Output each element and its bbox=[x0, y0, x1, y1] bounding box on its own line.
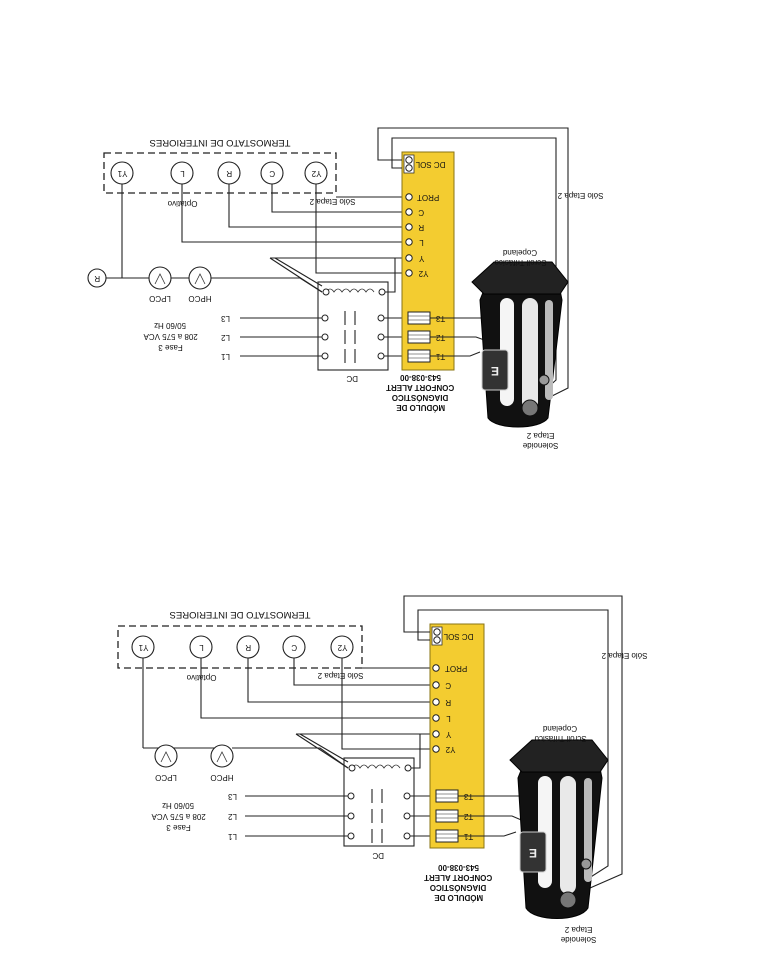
compressor-brand: Copeland bbox=[503, 248, 537, 257]
solenoid-label-2: Etapa 2 bbox=[564, 925, 592, 934]
line-l1: L1 bbox=[228, 832, 237, 841]
compressor: E bbox=[458, 739, 609, 919]
terminal-y1-label: Y1 bbox=[117, 169, 127, 178]
hpco-switch bbox=[188, 266, 212, 290]
terminal-y2-label: Y2 bbox=[311, 169, 321, 178]
module-terminals: DC SOL PROT C R L Y Y2 bbox=[405, 156, 445, 278]
terminal-y1-label: Y1 bbox=[138, 643, 148, 652]
thermostat-box bbox=[103, 152, 337, 194]
line-l3: L3 bbox=[221, 314, 230, 323]
contactor-box bbox=[343, 757, 415, 847]
compressor-type: Scroll Trifásico bbox=[494, 258, 547, 267]
compressor: E bbox=[430, 261, 569, 428]
terminal-l-label: L bbox=[199, 643, 204, 652]
contactor-coil bbox=[325, 288, 375, 293]
thermostat-title: TERMOSTATO DE INTERIORES bbox=[150, 137, 291, 148]
solenoid-label-2: Etapa 2 bbox=[526, 431, 554, 440]
compressor-badge-icon: E bbox=[491, 364, 499, 378]
supply-line-2: 208 a 575 VCA bbox=[151, 812, 206, 821]
thermostat-terminals: Y1 L R C Y2 bbox=[110, 161, 328, 185]
module-title-1: MÓDULO DE bbox=[396, 403, 446, 412]
lpco-label: LPCO bbox=[155, 773, 177, 782]
terminal-c-label: C bbox=[291, 643, 297, 652]
supply-line-3: 50/60 Hz bbox=[154, 321, 186, 330]
module-title-4: 543-038-00 bbox=[400, 373, 441, 382]
power-lines bbox=[240, 311, 408, 363]
thermostat-title: TERMOSTATO DE INTERIORES bbox=[170, 609, 311, 620]
lpco-switch bbox=[154, 744, 178, 768]
solenoid-wires bbox=[403, 595, 623, 889]
module-terminal-r: R bbox=[445, 698, 451, 707]
line-l1: L1 bbox=[221, 352, 230, 361]
module-title-2: DIAGNÓSTICO bbox=[430, 883, 486, 892]
lpco-label: LPCO bbox=[149, 294, 171, 303]
wiring-diagram-1: TERMOSTATO DE INTERIORES Y1 L R C Y2 Opt… bbox=[0, 0, 757, 486]
contactor-label: DC bbox=[372, 851, 384, 860]
terminal-r-label: R bbox=[245, 643, 251, 652]
module-terminals: DC SOL PROT C R L Y Y2 bbox=[432, 628, 473, 754]
r-terminal bbox=[87, 268, 107, 288]
module-terminal-y: Y bbox=[418, 254, 424, 263]
contactor-coil bbox=[351, 764, 401, 769]
module-title-2: DIAGNÓSTICO bbox=[392, 393, 448, 402]
module-terminal-l: L bbox=[419, 238, 424, 247]
module-title-1: MÓDULO DE bbox=[434, 893, 484, 902]
contactor-label: DC bbox=[346, 374, 358, 383]
hpco-switch bbox=[210, 744, 234, 768]
contactor-box bbox=[317, 281, 389, 371]
module-title-4: 543-038-00 bbox=[438, 863, 479, 872]
solenoid-label-1: Solenoide bbox=[522, 441, 558, 450]
wiring-diagram-1-svg: TERMOSTATO DE INTERIORES Y1 L R C Y2 Opt… bbox=[87, 127, 603, 450]
solenoid-label-1: Solenoide bbox=[560, 935, 596, 944]
module-terminal-r: R bbox=[418, 223, 424, 232]
line-l2: L2 bbox=[221, 333, 230, 342]
supply-line-1: Fase 3 bbox=[158, 343, 183, 352]
module-terminal-prot: PROT bbox=[417, 193, 439, 202]
wiring-diagram-2-svg: TERMOSTATO DE INTERIORES Y1 L R C Y2 Opt… bbox=[117, 595, 647, 944]
supply-line-1: Fase 3 bbox=[166, 823, 191, 832]
stage2-label: Sólo Etapa 2 bbox=[317, 671, 363, 680]
module-terminal-prot: PROT bbox=[445, 664, 467, 673]
stage2-wire-label: Sólo Etapa 2 bbox=[557, 191, 603, 200]
lpco-switch bbox=[148, 266, 172, 290]
thermostat-box bbox=[117, 625, 363, 669]
hpco-label: HPCO bbox=[210, 773, 233, 782]
module-title-3: CONFORT ALERT bbox=[424, 873, 492, 882]
module-terminal-dcsol: DC SOL bbox=[443, 632, 473, 641]
supply-line-2: 208 a 575 VCA bbox=[143, 332, 198, 341]
supply-line-3: 50/60 Hz bbox=[162, 801, 194, 810]
power-lines bbox=[245, 789, 436, 843]
line-l2: L2 bbox=[228, 812, 237, 821]
hpco-label: HPCO bbox=[188, 294, 211, 303]
stage2-wire-label: Sólo Etapa 2 bbox=[601, 651, 647, 660]
module-title-3: CONFORT ALERT bbox=[386, 383, 454, 392]
solenoid-wires bbox=[377, 127, 569, 399]
terminal-c-label: C bbox=[269, 169, 275, 178]
compressor-type: Scroll Trifásico bbox=[534, 734, 587, 743]
module-terminal-y2: Y2 bbox=[445, 745, 455, 754]
compressor-brand: Copeland bbox=[543, 724, 577, 733]
module-terminal-c: C bbox=[445, 681, 451, 690]
terminal-y2-label: Y2 bbox=[337, 643, 347, 652]
compressor-badge-icon: E bbox=[529, 846, 537, 860]
control-wires bbox=[142, 658, 434, 769]
terminal-r-label: R bbox=[226, 169, 232, 178]
thermostat-terminals: Y1 L R C Y2 bbox=[131, 635, 354, 659]
wiring-diagram-2: TERMOSTATO DE INTERIORES Y1 L R C Y2 Opt… bbox=[0, 486, 757, 972]
line-l3: L3 bbox=[228, 792, 237, 801]
control-wires bbox=[100, 184, 408, 293]
module-terminal-dcsol: DC SOL bbox=[415, 160, 445, 169]
r-terminal-label: R bbox=[94, 274, 100, 283]
module-terminal-y: Y bbox=[445, 730, 451, 739]
module-terminal-c: C bbox=[418, 208, 424, 217]
module-terminal-y2: Y2 bbox=[418, 269, 428, 278]
module-terminal-l: L bbox=[446, 714, 451, 723]
stage2-label: Sólo Etapa 2 bbox=[309, 197, 355, 206]
terminal-l-label: L bbox=[180, 169, 185, 178]
